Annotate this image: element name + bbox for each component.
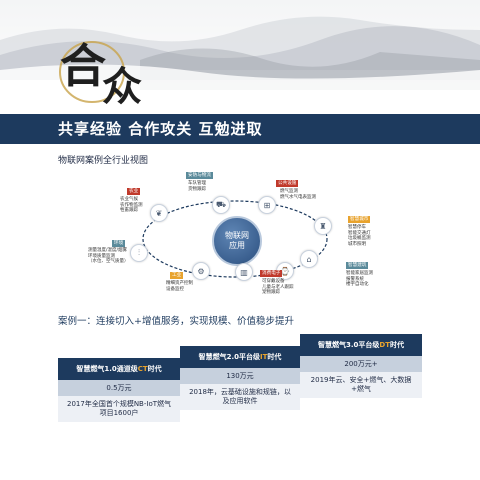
step2-price: 130万元 (180, 368, 300, 384)
iot-diagram (0, 165, 480, 310)
label-line: 可穿戴设备 (262, 279, 285, 284)
brand-character-he: 合 (60, 39, 106, 93)
tag-environment: 环境 (112, 240, 126, 247)
label-line: 楼宇自动化 (346, 282, 369, 288)
label-line: 智能交通灯 (348, 230, 371, 236)
step3-price: 200万元+ (300, 356, 422, 372)
slogan-text: 共享经验 合作攻关 互勉进取 (58, 120, 263, 138)
step1-price: 0.5万元 (58, 380, 180, 396)
labels-agriculture: 农业气候 农作物监测 牲畜跟踪 (120, 197, 143, 214)
label-line: 燃气水气电表监测 (280, 194, 316, 200)
thermometer-icon: ⫶ (130, 244, 148, 262)
step2-title-highlight: IT (260, 353, 268, 361)
house-icon: ⌂ (300, 250, 318, 268)
step3-title-prefix: 智慧燃气3.0平台级 (318, 341, 380, 349)
truck-icon: ⛟ (212, 196, 230, 214)
hub-line2: 应用 (229, 241, 245, 250)
city-icon: ♜ (314, 217, 332, 235)
label-line: 儿童与老人跟踪 (262, 284, 294, 290)
step2-description-text: 2018年，云基础设施和规链，以及应用软件 (189, 388, 291, 405)
hub-line1: 物联网 (225, 231, 249, 240)
ink-wash-header (0, 0, 480, 112)
tag-public-facilities: 公共设施 (276, 180, 299, 187)
mountain-wash-illustration (0, 0, 480, 112)
step1-description: 2017年全国首个规模NB-IoT燃气项目1600户 (58, 396, 180, 422)
step1-title-prefix: 智慧燃气1.0通道级 (76, 365, 138, 373)
section-title-iot-overview: 物联网案例全行业视图 (58, 156, 149, 166)
label-line: 燃气监测 (280, 189, 298, 194)
plant-icon: ❦ (150, 204, 168, 222)
brand-character-zhong: 众 (102, 63, 142, 110)
step3-description: 2019年云、安全+燃气、大数据+燃气 (300, 372, 422, 398)
tag-security-logistics: 安防与物流 (186, 172, 213, 179)
step2-title-prefix: 智慧燃气2.0平台级 (198, 353, 260, 361)
label-line: 宠物跟踪 (262, 290, 280, 296)
step3-title-highlight: DT (379, 341, 390, 349)
step1-description-text: 2017年全国首个规模NB-IoT燃气项目1600户 (67, 400, 172, 417)
tag-smart-city: 智慧城市 (348, 216, 371, 223)
orbit-ellipse (142, 200, 328, 278)
label-line: 报警系统 (346, 276, 364, 282)
label-line: 农作物监测 (120, 202, 143, 208)
label-line: （水位、空气质量） (88, 259, 129, 265)
labels-smart-building: 智能家居监测 报警系统 楼宇自动化 (346, 271, 373, 288)
label-line: 设备监控 (166, 286, 184, 292)
label-line: 精细资产控制 (166, 281, 193, 286)
labels-environment: 测量温度/湿度/烟雾 环境质量监测 （水位、空气质量） (88, 248, 129, 265)
step3-title-suffix: 时代 (390, 341, 404, 349)
labels-public-facilities: 燃气监测 燃气水气电表监测 (280, 189, 316, 200)
slogan-banner (0, 114, 480, 144)
section-title-case-one: 案例一：连接切入+增值服务，实现规模、价值稳步提升 (58, 316, 294, 327)
step1-title-highlight: CT (137, 365, 148, 373)
labels-security-logistics: 车队管理 货物跟踪 (188, 181, 206, 192)
label-line: 城市照明 (348, 241, 366, 247)
label-line: 智慧停车 (348, 225, 366, 230)
step2-description: 2018年，云基础设施和规链，以及应用软件 (180, 384, 300, 410)
label-line: 测量温度/湿度/烟雾 (88, 248, 128, 253)
label-line: 垃圾桶监测 (348, 236, 371, 242)
robot-arm-icon: ⚙ (192, 262, 210, 280)
labels-industry: 精细资产控制 设备监控 (166, 281, 193, 292)
step3-description-text: 2019年云、安全+燃气、大数据+燃气 (310, 376, 412, 393)
meter-icon: ⊞ (258, 196, 276, 214)
building-icon: ▥ (235, 263, 253, 281)
label-line: 智能家居监测 (346, 271, 373, 276)
label-line: 货物跟踪 (188, 186, 206, 192)
label-line: 车队管理 (188, 181, 206, 186)
step2-title-suffix: 时代 (267, 353, 282, 361)
labels-consumer-electronics: 可穿戴设备 儿童与老人跟踪 宠物跟踪 (262, 279, 294, 296)
tag-industry: 工业 (170, 272, 184, 279)
label-line: 农业气候 (120, 197, 138, 202)
labels-smart-city: 智慧停车 智能交通灯 垃圾桶监测 城市照明 (348, 225, 371, 247)
iot-application-hub: 物联网 应用 (212, 216, 262, 266)
tag-agriculture: 农业 (127, 188, 141, 195)
tag-consumer-electronics: 消费电子 (260, 270, 283, 277)
tag-smart-building: 智慧建筑 (346, 262, 369, 269)
label-line: 牲畜跟踪 (120, 208, 138, 214)
step1-title-suffix: 时代 (147, 365, 162, 373)
label-line: 环境质量监测 (88, 253, 115, 259)
